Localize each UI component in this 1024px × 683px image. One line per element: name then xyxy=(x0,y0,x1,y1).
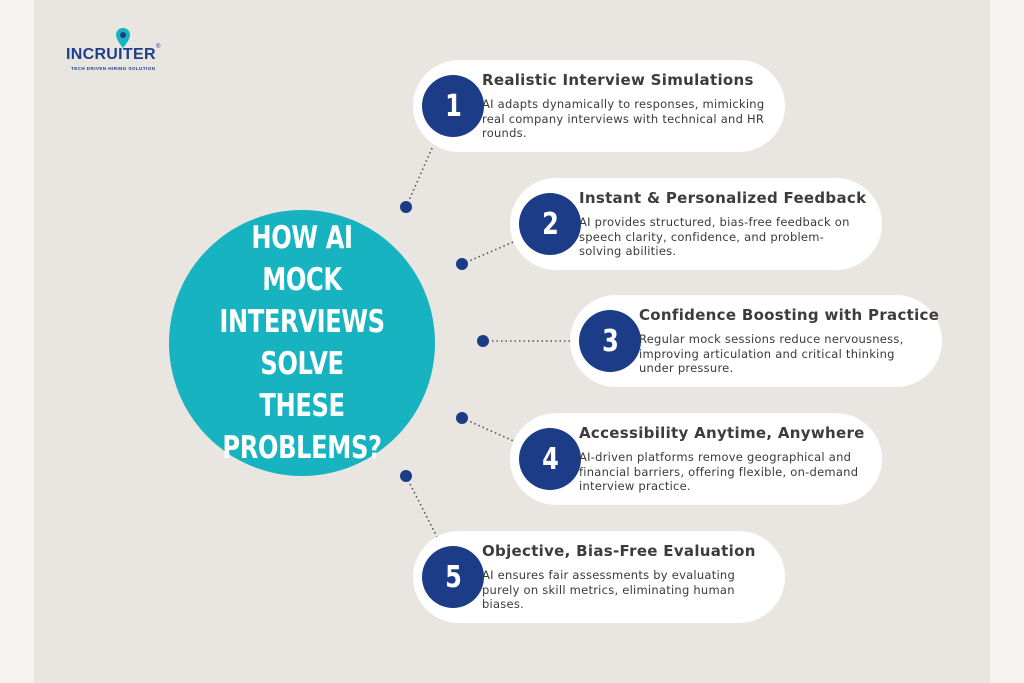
step-number: 3 xyxy=(601,323,619,359)
step-number-badge: 4 xyxy=(519,428,581,490)
connector-dot-4 xyxy=(456,412,468,424)
connector-line-1 xyxy=(405,145,434,208)
connector-dot-2 xyxy=(456,258,468,270)
connector-line-5 xyxy=(405,475,438,538)
registered-mark: ® xyxy=(156,44,161,50)
step-number-badge: 1 xyxy=(422,75,484,137)
step-number: 4 xyxy=(541,441,559,477)
step-description: AI provides structured, bias-free feedba… xyxy=(579,215,850,258)
step-number-badge: 3 xyxy=(579,310,641,372)
brand-logo: INCRUITER ® TECH DRIVEN HIRING SOLUTION xyxy=(66,28,166,78)
step-description: Regular mock sessions reduce nervousness… xyxy=(639,332,904,375)
step-title: Objective, Bias-Free Evaluation xyxy=(482,542,756,560)
step-description: AI ensures fair assessments by evaluatin… xyxy=(482,568,736,611)
step-card-5: 5 Objective, Bias-Free Evaluation AI ens… xyxy=(413,531,785,623)
logo-text: INCRUITER xyxy=(66,46,156,63)
step-number: 1 xyxy=(444,88,462,124)
logo-tagline: TECH DRIVEN HIRING SOLUTION xyxy=(71,66,156,71)
step-title: Instant & Personalized Feedback xyxy=(579,189,867,207)
step-description: AI-driven platforms remove geographical … xyxy=(579,450,859,493)
step-card-4: 4 Accessibility Anytime, Anywhere AI-dri… xyxy=(510,413,882,505)
step-card-1: 1 Realistic Interview Simulations AI ada… xyxy=(413,60,785,152)
step-title: Realistic Interview Simulations xyxy=(482,71,754,89)
connector-line-4 xyxy=(461,417,519,444)
step-title: Accessibility Anytime, Anywhere xyxy=(579,424,865,442)
step-number: 5 xyxy=(444,559,462,595)
step-card-2: 2 Instant & Personalized Feedback AI pro… xyxy=(510,178,882,270)
connector-line-2 xyxy=(461,239,519,265)
step-number-badge: 2 xyxy=(519,193,581,255)
connector-dot-1 xyxy=(400,201,412,213)
connector-dot-5 xyxy=(400,470,412,482)
location-pin-icon xyxy=(116,28,130,48)
hub-title: HOW AI MOCK INTERVIEWS SOLVE THESE PROBL… xyxy=(219,220,385,466)
central-hub-circle: HOW AI MOCK INTERVIEWS SOLVE THESE PROBL… xyxy=(169,210,435,476)
step-number: 2 xyxy=(541,206,559,242)
step-card-3: 3 Confidence Boosting with Practice Regu… xyxy=(570,295,942,387)
step-number-badge: 5 xyxy=(422,546,484,608)
step-title: Confidence Boosting with Practice xyxy=(639,306,940,324)
step-description: AI adapts dynamically to responses, mimi… xyxy=(482,97,765,140)
connector-dot-3 xyxy=(477,335,489,347)
